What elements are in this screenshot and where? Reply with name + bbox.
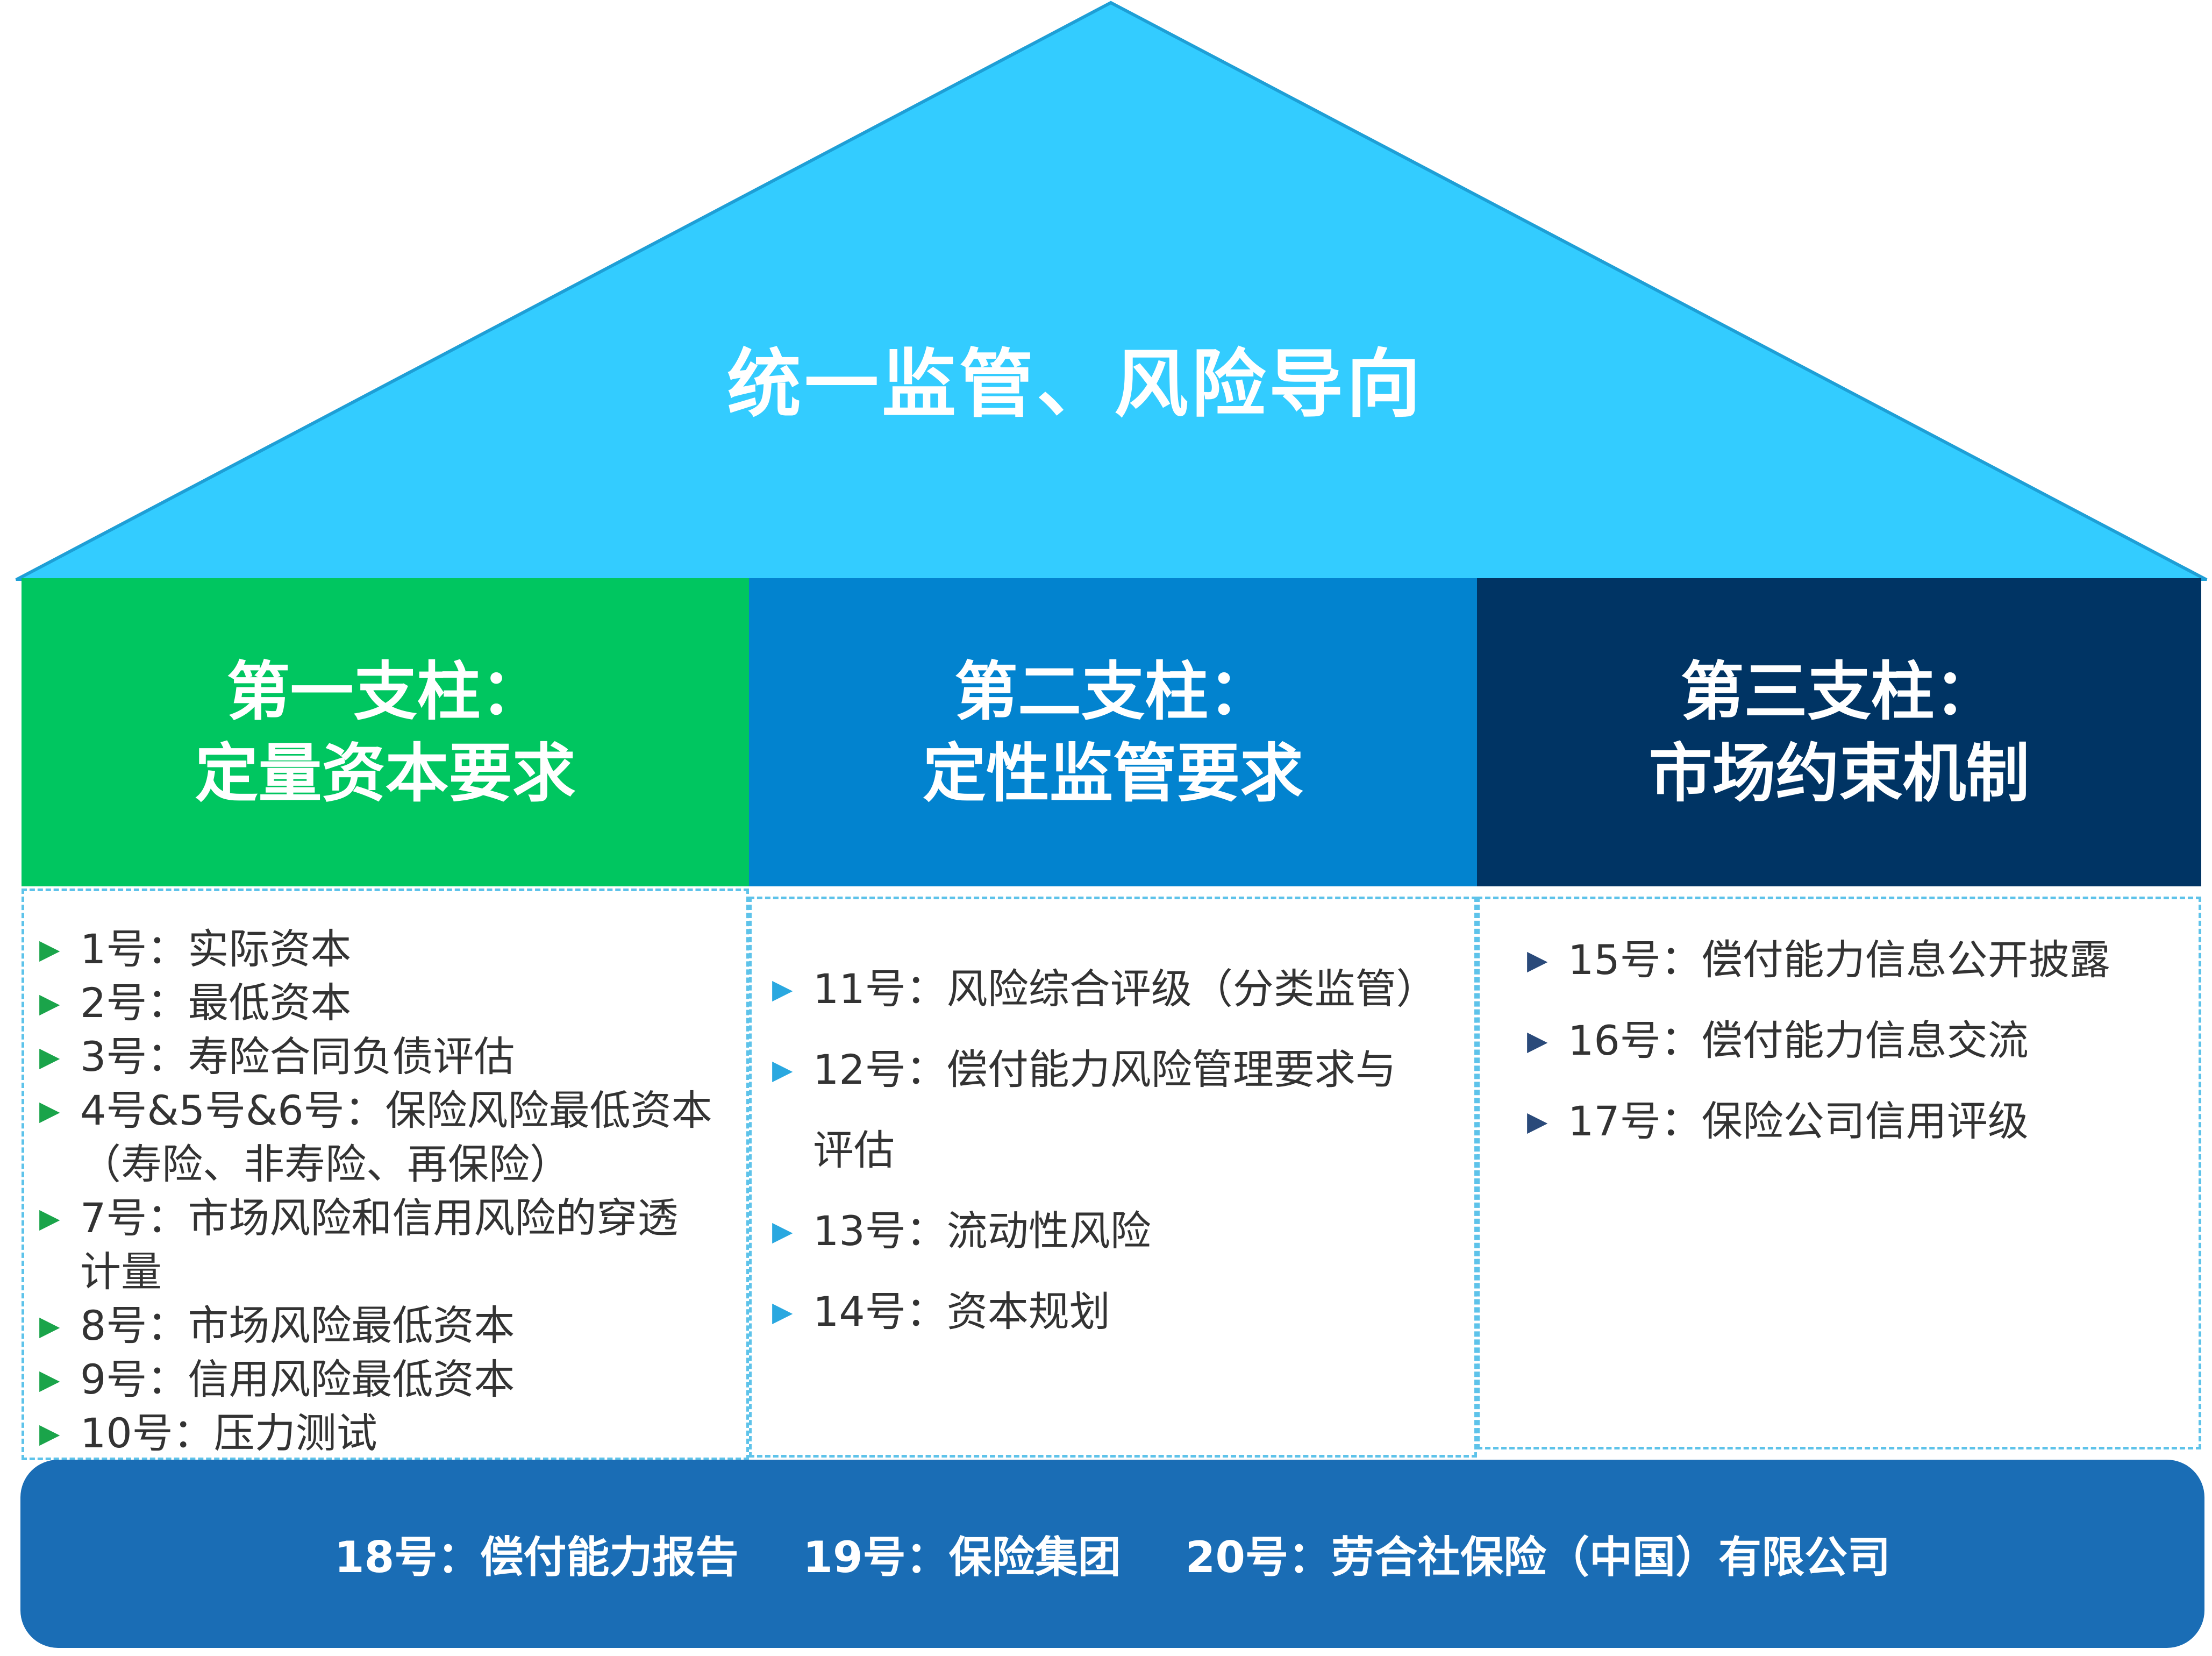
list-item: ▶ 13号：流动性风险 (772, 1191, 1474, 1271)
list-item-text: 4号&5号&6号：保险风险最低资本（寿险、非寿险、再保险） (80, 1086, 712, 1188)
pillar-one-subtitle: 定量资本要求 (195, 736, 576, 811)
foundation-item: 20号：劳合社保险（中国）有限公司 (1185, 1532, 1890, 1582)
list-item: ▶ 1号：实际资本 (39, 922, 746, 976)
list-item: ▶ 12号：偿付能力风险管理要求与评估 (772, 1029, 1474, 1191)
foundation-item: 19号：保险集团 (803, 1532, 1121, 1582)
list-item-text: 15号：偿付能力信息公开披露 (1568, 936, 2110, 984)
pillar-two-title: 第二支柱： (954, 654, 1272, 729)
list-item: ▶ 9号：信用风险最低资本 (39, 1353, 746, 1406)
list-item-text: 14号：资本规划 (813, 1288, 1110, 1335)
list-item-text: 10号：压力测试 (80, 1409, 377, 1457)
triangle-right-icon: ▶ (772, 1054, 793, 1085)
triangle-right-icon: ▶ (39, 987, 60, 1019)
list-item-text: 3号：寿险合同负债评估 (80, 1033, 515, 1081)
pillar-two-subtitle: 定性监管要求 (922, 736, 1303, 811)
foundation-item: 18号：偿付能力报告 (334, 1532, 739, 1582)
list-item-text: 17号：保险公司信用评级 (1568, 1097, 2029, 1145)
list-item: ▶ 10号：压力测试 (39, 1406, 746, 1460)
list-item-text: 11号：风险综合评级（分类监管） (813, 965, 1437, 1013)
list-item: ▶ 3号：寿险合同负债评估 (39, 1030, 746, 1084)
pillar-three-header: 第三支柱： 市场约束机制 (1477, 578, 2201, 886)
triangle-right-icon: ▶ (1527, 944, 1548, 976)
list-item: ▶ 14号：资本规划 (772, 1271, 1474, 1352)
list-item-text: 12号：偿付能力风险管理要求与评估 (813, 1046, 1396, 1174)
triangle-right-icon: ▶ (39, 1095, 60, 1126)
pillar-one-header: 第一支柱： 定量资本要求 (22, 578, 749, 886)
list-item-text: 9号：信用风险最低资本 (80, 1355, 515, 1403)
roof-shape (15, 1, 2208, 581)
pillar-two-items: ▶ 11号：风险综合评级（分类监管） ▶ 12号：偿付能力风险管理要求与评估 ▶ 13… (749, 897, 1477, 1458)
pillar-two-header: 第二支柱： 定性监管要求 (749, 578, 1477, 886)
triangle-right-icon: ▶ (772, 1216, 793, 1247)
list-item: ▶ 17号：保险公司信用评级 (1527, 1081, 2199, 1162)
list-item: ▶ 15号：偿付能力信息公开披露 (1527, 920, 2199, 1000)
triangle-right-icon: ▶ (39, 1203, 60, 1234)
triangle-right-icon: ▶ (39, 1364, 60, 1395)
list-item-text: 8号：市场风险最低资本 (80, 1302, 515, 1349)
triangle-right-icon: ▶ (39, 1418, 60, 1449)
pillar-one-items: ▶ 1号：实际资本 ▶ 2号：最低资本 ▶ 3号：寿险合同负债评估 ▶ 4号&5号&6号… (22, 889, 749, 1460)
triangle-right-icon: ▶ (1527, 1106, 1548, 1137)
triangle-right-icon: ▶ (39, 934, 60, 965)
pillar-three-items: ▶ 15号：偿付能力信息公开披露 ▶ 16号：偿付能力信息交流 ▶ 17号：保险公司信… (1477, 897, 2201, 1449)
pillar-one-title: 第一支柱： (226, 654, 544, 729)
foundation-bar: 18号：偿付能力报告 19号：保险集团 20号：劳合社保险（中国）有限公司 (20, 1460, 2204, 1648)
triangle-right-icon: ▶ (39, 1310, 60, 1341)
list-item: ▶ 2号：最低资本 (39, 976, 746, 1030)
list-item-text: 2号：最低资本 (80, 979, 352, 1027)
list-item: ▶ 4号&5号&6号：保险风险最低资本（寿险、非寿险、再保险） (39, 1084, 746, 1191)
list-item: ▶ 7号：市场风险和信用风险的穿透计量 (39, 1191, 746, 1299)
list-item-text: 7号：市场风险和信用风险的穿透计量 (80, 1194, 679, 1296)
triangle-right-icon: ▶ (772, 973, 793, 1005)
list-item: ▶ 8号：市场风险最低资本 (39, 1299, 746, 1353)
list-item: ▶ 11号：风险综合评级（分类监管） (772, 949, 1474, 1029)
roof-title: 统一监管、风险导向 (726, 341, 1424, 428)
list-item-text: 16号：偿付能力信息交流 (1568, 1017, 2029, 1064)
triangle-right-icon: ▶ (1527, 1025, 1548, 1056)
pillar-three-subtitle: 市场约束机制 (1649, 736, 2030, 811)
triangle-right-icon: ▶ (772, 1296, 793, 1327)
list-item-text: 1号：实际资本 (80, 925, 352, 973)
pillar-three-title: 第三支柱： (1680, 654, 1998, 729)
list-item-text: 13号：流动性风险 (813, 1207, 1151, 1255)
list-item: ▶ 16号：偿付能力信息交流 (1527, 1000, 2199, 1081)
triangle-right-icon: ▶ (39, 1041, 60, 1072)
